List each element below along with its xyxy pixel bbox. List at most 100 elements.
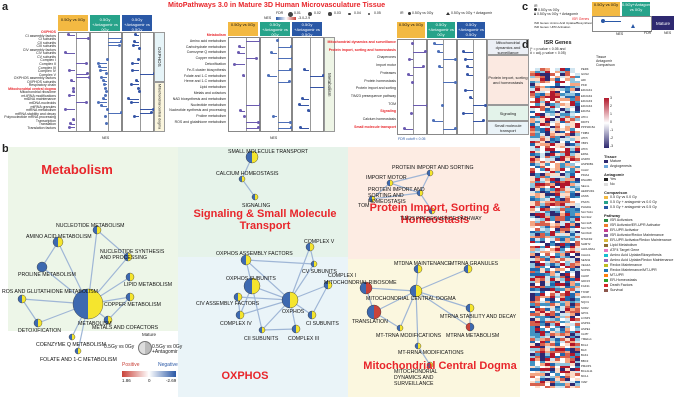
heatmap-cell (535, 83, 540, 86)
heatmap-cell (575, 313, 580, 316)
lollipop-stem (277, 58, 293, 59)
heatmap-cell (560, 235, 565, 238)
heatmap-cell (550, 128, 555, 131)
heatmap-cell (555, 223, 560, 226)
heatmap-cell (550, 150, 555, 153)
heatmap-cell (535, 363, 540, 366)
heatmap-cell (575, 133, 580, 136)
heatmap-cell (535, 148, 540, 151)
heatmap-cell (550, 355, 555, 358)
heatmap-cell (535, 350, 540, 353)
heatmap-cell (535, 195, 540, 198)
heatmap-cell (575, 188, 580, 191)
heatmap-cell (575, 98, 580, 101)
heatmap-cell (550, 103, 555, 106)
heatmap-cell (560, 118, 565, 121)
lollipop-stem (131, 102, 140, 103)
heatmap-cell (545, 328, 550, 331)
heatmap-cell (565, 333, 570, 336)
heatmap-cell (555, 283, 560, 286)
legend-swatch (604, 264, 608, 267)
heatmap-cell (545, 133, 550, 136)
network-edge (415, 268, 469, 292)
heatmap-cell (575, 340, 580, 343)
pathway-label: Metabolism (206, 33, 226, 37)
heatmap-cell (530, 148, 535, 151)
heatmap-cell (530, 298, 535, 301)
heatmap-cell (565, 133, 570, 136)
network-node-protein-import (426, 169, 434, 177)
heatmap-row (530, 108, 580, 111)
heatmap-cell (555, 125, 560, 128)
heatmap-cell (565, 253, 570, 256)
heatmap-cell (540, 370, 545, 373)
mid-header-2: 0.5Gy +Antagomir vs 0Gy (260, 22, 290, 37)
network-node-small-molecule (245, 150, 259, 164)
heatmap-cell (555, 93, 560, 96)
heatmap-cell (550, 215, 555, 218)
gene-label: ALDH18A1 (581, 247, 595, 252)
pathway-label: Complex I (40, 58, 56, 63)
heatmap-cell (545, 145, 550, 148)
legend-row: 0.5 Gy + antagomir vs 0.5 Gy (604, 205, 684, 210)
heatmap-cell (535, 93, 540, 96)
heatmap-cell (540, 248, 545, 251)
heatmap-cell (545, 238, 550, 241)
heatmap-cell (555, 193, 560, 196)
scale-tick: 0 (610, 120, 612, 124)
pathway-label: CIV assembly factors (22, 47, 56, 52)
heatmap-cell (550, 330, 555, 333)
heatmap-cell (530, 170, 535, 173)
fdr-legend-title: FDR (276, 11, 284, 15)
heatmap-cell (540, 268, 545, 271)
heatmap-cell (530, 98, 535, 101)
heatmap-cell (575, 348, 580, 351)
heatmap-cell (560, 340, 565, 343)
heatmap-cell (575, 143, 580, 146)
heatmap-cell (560, 363, 565, 366)
heatmap-cell (545, 315, 550, 318)
zero-line (277, 38, 278, 131)
heatmap-cell (575, 195, 580, 198)
network-edge (365, 287, 417, 292)
heatmap-cell (565, 338, 570, 341)
heatmap-row (530, 270, 580, 273)
heatmap-row (530, 318, 580, 321)
heatmap-cell (530, 140, 535, 143)
heatmap-cell (535, 118, 540, 121)
heatmap-row (530, 208, 580, 211)
heatmap-cell (555, 135, 560, 138)
lollipop-dot (238, 45, 242, 49)
heatmap-cell (550, 108, 555, 111)
lollipop-dot (463, 57, 467, 61)
heatmap-cell (535, 383, 540, 386)
heatmap-cell (540, 193, 545, 196)
right-plot-2 (427, 39, 457, 135)
network-edge (373, 290, 417, 313)
gene-label: ERN1 (581, 151, 589, 156)
heatmap-cell (560, 213, 565, 216)
heatmap-cell (555, 170, 560, 173)
lollipop-stem (234, 64, 246, 65)
heatmap-cell (545, 198, 550, 201)
heatmap-cell (530, 210, 535, 213)
heatmap-cell (565, 350, 570, 353)
heatmap-cell (545, 210, 550, 213)
heatmap-cell (540, 105, 545, 108)
heatmap-row (530, 295, 580, 298)
heatmap-cell (560, 93, 565, 96)
lollipop-dot (242, 114, 246, 118)
heatmap-cell (535, 173, 540, 176)
heatmap-cell (540, 310, 545, 313)
heatmap-cell (540, 80, 545, 83)
legend-swatch (604, 160, 608, 163)
heatmap-row (530, 123, 580, 126)
heatmap-row (530, 190, 580, 193)
heatmap-row (530, 100, 580, 103)
heatmap-row (530, 293, 580, 296)
heatmap-cell (560, 70, 565, 73)
legend-row: Redox Maintenance/MT-UPR (604, 268, 684, 273)
gene-label: ATF5 (581, 135, 588, 140)
lollipop-stem (271, 52, 278, 54)
heatmap-cell (565, 335, 570, 338)
